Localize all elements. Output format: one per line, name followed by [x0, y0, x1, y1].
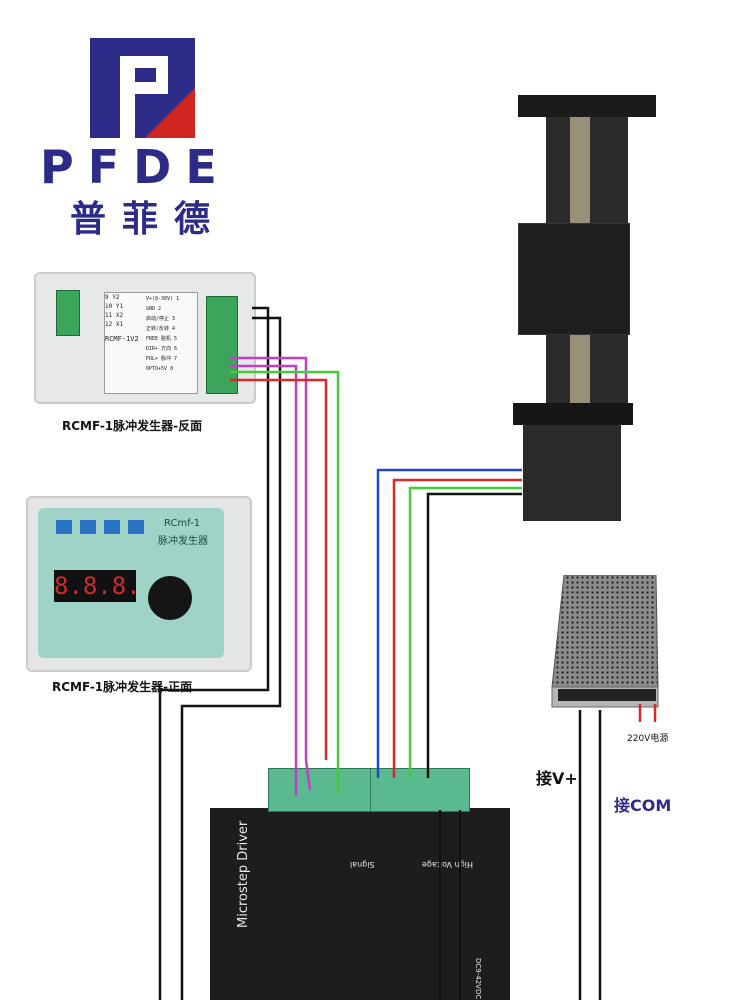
power-supply [550, 574, 662, 723]
key-button[interactable] [104, 520, 120, 534]
front-panel-caption: RCMF-1脉冲发生器-正面 [52, 680, 193, 694]
front-title-cn: 脉冲发生器 [158, 536, 208, 547]
key-button[interactable] [80, 520, 96, 534]
pulse-generator-front: RCmf-1 脉冲发生器 8.8.8. [26, 496, 252, 672]
left-label: 9 Y2 [105, 294, 120, 301]
wire-black [158, 306, 270, 1000]
right-terminal-block [206, 296, 238, 394]
left-label: 12 X1 [105, 321, 124, 328]
back-panel-caption: RCMF-1脉冲发生器-反面 [62, 419, 203, 433]
front-face: RCmf-1 脉冲发生器 8.8.8. [38, 508, 224, 658]
wire-purple [230, 356, 312, 791]
wire-black [180, 316, 282, 1000]
logo-mark [90, 38, 195, 138]
key-button[interactable] [128, 520, 144, 534]
led-display: 8.8.8. [54, 570, 141, 602]
right-label-list: V+(8-30V) 1 GND 2 启动/停止 3 正转/反转 4 FREE 脱… [146, 294, 206, 374]
pin-label: FREE 脱机 5 [146, 336, 178, 342]
pin-label: 正转/反转 4 [146, 326, 176, 332]
left-label: 11 X2 [105, 312, 124, 319]
driver-terminal-block-signal [268, 768, 372, 812]
wire-blue [376, 468, 522, 778]
wire-purple [230, 364, 298, 795]
connect-vplus-label: 接V+ [536, 769, 578, 788]
pin-label: OPTO+5V 8 [146, 366, 174, 372]
wire-green [408, 486, 522, 778]
pin-label: GND 2 [146, 306, 162, 312]
rotary-knob[interactable] [148, 576, 192, 620]
logo: PFDE 普菲德 [0, 0, 260, 240]
motor-flange [513, 403, 633, 425]
pin-label: PUL+ 脉冲 7 [146, 356, 178, 362]
pin-label: V+(8-30V) 1 [146, 296, 180, 302]
driver-terminal-block-power [370, 768, 470, 812]
stage-top-block [518, 95, 656, 117]
left-terminal-block [56, 290, 80, 336]
connect-com-label: 接COM [614, 796, 672, 815]
brand-name-cn: 普菲德 [70, 199, 227, 240]
psu-graphic [551, 574, 659, 708]
label-sticker: 9 Y2 10 Y1 11 X2 12 X1 RCMF-1V2 [104, 292, 198, 394]
psu-label: 220V电源 [627, 734, 669, 744]
wire-red [392, 478, 522, 778]
carriage [518, 223, 630, 335]
front-title-en: RCmf-1 [164, 518, 201, 529]
linear-stage [513, 95, 656, 525]
wire-green [230, 370, 340, 795]
brand-name: PFDE [40, 140, 231, 194]
pin-label: 启动/停止 3 [146, 316, 176, 322]
pulse-generator-back: 9 Y2 10 Y1 11 X2 12 X1 RCMF-1V2 V+(8-30V… [34, 272, 256, 404]
stepper-motor [523, 425, 621, 521]
left-label: 10 Y1 [105, 303, 124, 310]
wire-red [230, 378, 328, 760]
key-button[interactable] [56, 520, 72, 534]
model-label: RCMF-1V2 [105, 335, 139, 343]
pin-label: DIR+ 方向 6 [146, 346, 178, 352]
wire-black [426, 492, 522, 778]
